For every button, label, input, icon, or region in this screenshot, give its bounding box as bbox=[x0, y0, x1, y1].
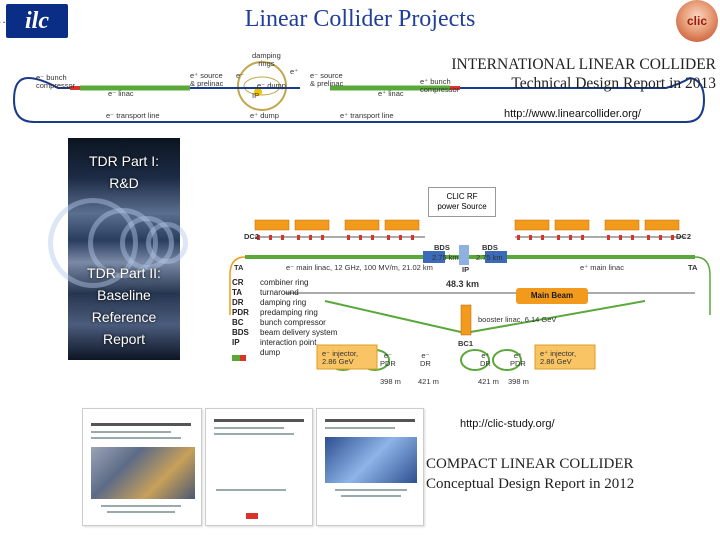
clic-logo: clic bbox=[676, 0, 718, 42]
ilc-linac-left-label: e⁻ linac bbox=[108, 89, 134, 98]
legend-desc: combiner ring bbox=[260, 278, 309, 287]
clic-cdr-title: COMPACT LINEAR COLLIDER bbox=[426, 456, 634, 472]
clic-dr-left-label: e⁻ DR bbox=[420, 351, 431, 368]
clic-url-link[interactable]: http://clic-study.org/ bbox=[460, 418, 555, 430]
legend-code: BC bbox=[232, 318, 244, 327]
clic-dc2-left-label: DC2 bbox=[244, 232, 260, 241]
legend-code: IP bbox=[232, 338, 240, 347]
ilc-e-plus-dump-label: e⁺ dump bbox=[250, 111, 279, 120]
ilc-bunch-compressor-right-label: e⁺ bunch compressor bbox=[420, 77, 460, 94]
clic-len-dr-right-label: 421 m bbox=[478, 377, 499, 386]
legend-desc: predamping ring bbox=[260, 308, 318, 317]
legend-desc: turnaround bbox=[260, 288, 299, 297]
legend-code: TA bbox=[232, 288, 243, 297]
legend-code: CR bbox=[232, 278, 244, 287]
legend-code: PDR bbox=[232, 308, 249, 317]
ilc-tdr-subtitle: Technical Design Report in 2013 bbox=[511, 75, 716, 92]
clic-cdr-subtitle: Conceptual Design Report in 2012 bbox=[426, 476, 635, 492]
clic-ta-left-label: TA bbox=[234, 263, 244, 272]
cdr-volume-1-thumbnail bbox=[82, 408, 202, 526]
ilc-damping-rings-label: damping rings bbox=[252, 51, 281, 68]
ilc-e-dump-label: e⁻ dump bbox=[257, 81, 286, 90]
clic-main-linac-left-label: e⁻ main linac, 12 GHz, 100 MV/m, 21.02 k… bbox=[286, 263, 433, 272]
ilc-linac-right-label: e⁺ linac bbox=[378, 89, 404, 98]
legend-row: BC bunch compressor bbox=[232, 318, 342, 328]
legend-row: BDS beam delivery system bbox=[232, 328, 342, 338]
clic-ip-label: IP bbox=[462, 265, 470, 274]
legend-row: TA turnaround bbox=[232, 288, 342, 298]
legend-desc: damping ring bbox=[260, 298, 307, 307]
ilc-url-link[interactable]: http://www.linearcollider.org/ bbox=[504, 108, 641, 120]
clic-dc2-right-label: DC2 bbox=[676, 232, 692, 241]
clic-ta-right-label: TA bbox=[688, 263, 698, 272]
clic-bds-right-label: BDS bbox=[482, 243, 498, 252]
ilc-e-plus-label: e⁺ bbox=[290, 67, 299, 76]
clic-bds-left-label: BDS bbox=[434, 243, 450, 252]
clic-booster-label: booster linac, 6.14 GeV bbox=[478, 315, 557, 324]
clic-layout-diagram bbox=[229, 219, 711, 371]
clic-dr-right-label: e⁺ DR bbox=[480, 351, 491, 368]
clic-length-left-label: 2.75 km bbox=[432, 253, 459, 262]
clic-len-pdr-right-label: 398 m bbox=[508, 377, 529, 386]
cdr-volume-2-thumbnail bbox=[205, 408, 313, 526]
cdr-volume-3-thumbnail bbox=[316, 408, 424, 526]
ilc-source-right-label: e⁻ source & prelinac bbox=[310, 71, 344, 88]
ilc-tdr-title: INTERNATIONAL LINEAR COLLIDER bbox=[451, 56, 716, 73]
clic-bc1-label: BC1 bbox=[458, 339, 474, 348]
legend-desc: dump bbox=[260, 348, 281, 357]
tdr-part2-label: TDR Part II: Baseline Reference Report bbox=[87, 265, 161, 347]
dump-icon bbox=[232, 348, 260, 361]
ilc-transport-line-right-label: e⁺ transport line bbox=[340, 111, 394, 120]
legend-desc: interaction point bbox=[260, 338, 317, 347]
clic-pdr-right-label: e⁺ PDR bbox=[510, 351, 526, 368]
legend-row: IP interaction point bbox=[232, 338, 342, 348]
legend-desc: beam delivery system bbox=[260, 328, 338, 337]
ilc-transport-line-left-label: e⁻ transport line bbox=[106, 111, 160, 120]
tdr-part1-label: TDR Part I: R&D bbox=[88, 153, 159, 191]
legend-row: DR damping ring bbox=[232, 298, 342, 308]
clic-main-beam-box: Main Beam bbox=[516, 288, 588, 304]
clic-len-dr-left-label: 421 m bbox=[418, 377, 439, 386]
clic-length-right-label: 2.75 km bbox=[476, 253, 503, 262]
clic-rf-source-box: CLIC RF power Source bbox=[428, 187, 496, 217]
legend-row: PDR predamping ring bbox=[232, 308, 342, 318]
clic-len-pdr-left-label: 398 m bbox=[380, 377, 401, 386]
ilc-schematic-diagram bbox=[12, 61, 706, 123]
ilc-bunch-compressor-left-label: e⁻ bunch compressor bbox=[36, 73, 76, 90]
page-title: Linear Collider Projects bbox=[244, 6, 476, 32]
legend-row: dump bbox=[232, 348, 342, 361]
clic-main-linac-right-label: e⁺ main linac bbox=[580, 263, 624, 272]
ilc-ip-label: IP bbox=[252, 91, 260, 100]
clic-total-length-label: 48.3 km bbox=[446, 279, 480, 289]
clic-e-injector-left-label: e⁻ injector, 2.86 GeV bbox=[322, 349, 359, 366]
ilc-logo: ilc bbox=[6, 4, 68, 38]
ilc-source-left-label: e⁺ source & prelinac bbox=[190, 71, 224, 88]
ilc-e-minus-label: e⁻ bbox=[236, 71, 245, 80]
legend-code: BDS bbox=[232, 328, 249, 337]
clic-e-injector-right-label: e⁺ injector, 2.86 GeV bbox=[540, 349, 577, 366]
accelerator-photo bbox=[48, 138, 188, 360]
clic-pdr-left-label: e⁻ PDR bbox=[380, 351, 396, 368]
legend-row: CR combiner ring bbox=[232, 278, 342, 288]
clic-legend: CR combiner ring TA turnaround DR damping r… bbox=[232, 278, 342, 361]
legend-desc: bunch compressor bbox=[260, 318, 326, 327]
legend-code: DR bbox=[232, 298, 244, 307]
